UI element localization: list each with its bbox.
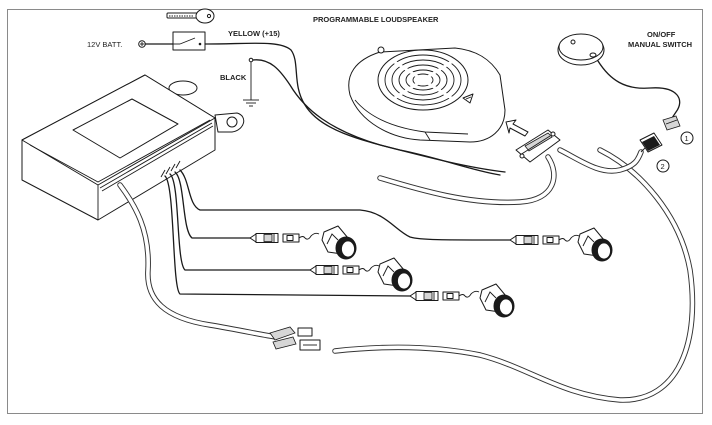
marker-2: 2 — [656, 159, 670, 173]
ignition-key-icon — [166, 8, 215, 24]
ground-icon — [243, 57, 259, 107]
black-wire — [252, 59, 506, 173]
switch-connector-2 — [639, 132, 663, 153]
battery-label: 12V BATT. — [87, 40, 122, 49]
insert-arrow-icon — [505, 119, 529, 137]
sensor-wire-4 — [179, 169, 511, 241]
svg-text:2: 2 — [661, 162, 665, 171]
rear-harness-cable-a — [117, 182, 279, 340]
switch-label-line2: MANUAL SWITCH — [628, 40, 692, 49]
speaker-label: PROGRAMMABLE LOUDSPEAKER — [313, 15, 439, 24]
control-unit — [21, 74, 245, 221]
yellow-wire-label: YELLOW (+15) — [228, 29, 280, 38]
parking-sensor-4 — [509, 227, 613, 262]
black-wire-label: BLACK — [220, 73, 247, 82]
svg-text:1: 1 — [685, 134, 689, 143]
rear-harness-connector — [269, 326, 321, 351]
marker-1: 1 — [680, 131, 694, 145]
speaker-loop-cable — [377, 154, 557, 206]
switch-connector-1 — [662, 115, 681, 131]
parking-sensor-2 — [309, 257, 413, 292]
on-off-manual-switch — [557, 33, 605, 66]
loudspeaker-connector — [515, 129, 561, 163]
programmable-loudspeaker — [348, 46, 506, 143]
switch-label-line1: ON/OFF — [647, 30, 676, 39]
battery-terminal-icon — [138, 40, 146, 48]
sensor-wire-1 — [174, 171, 251, 239]
sensor-wire-3 — [164, 175, 411, 297]
parking-sensor-3 — [409, 283, 515, 318]
sensor-wire-2 — [169, 173, 311, 271]
ignition-switch-icon — [172, 31, 206, 51]
switch-wire — [597, 60, 681, 119]
parking-sensor-1 — [249, 225, 357, 260]
